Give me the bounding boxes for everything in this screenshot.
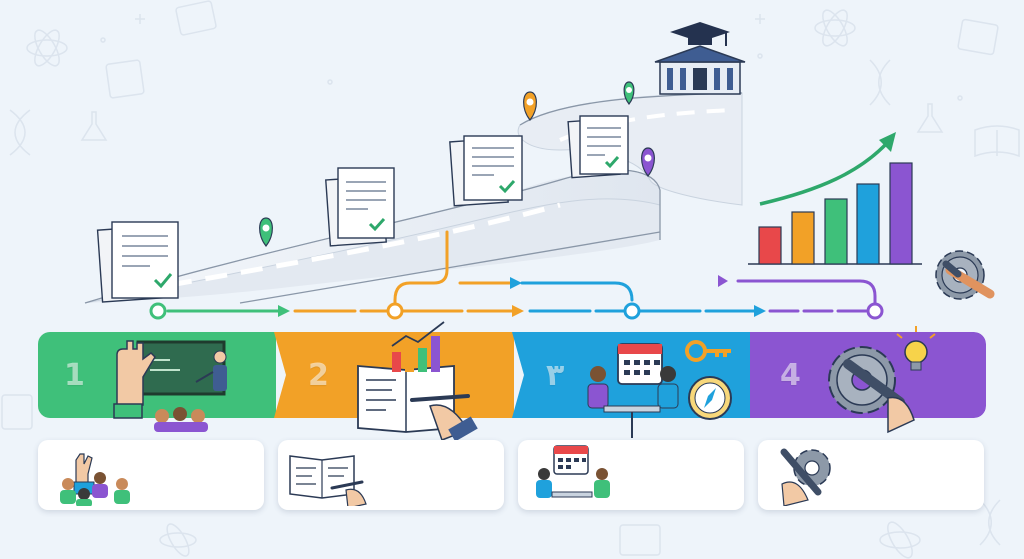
document-stack-3	[449, 135, 523, 207]
growth-bar	[824, 198, 848, 265]
dna-icon	[9, 109, 31, 156]
road-edge	[239, 231, 661, 304]
connector-blue-upper	[520, 281, 634, 302]
document-stack-2	[325, 167, 395, 247]
step-card-3	[518, 440, 744, 510]
meeting-calendar-icon	[536, 445, 610, 498]
notebook-doodle-icon	[175, 0, 217, 36]
atom-icon	[26, 29, 68, 67]
dna-icon	[869, 59, 891, 106]
step-band-2: 2	[274, 332, 514, 418]
connector-purple	[736, 279, 877, 305]
growth-bar-chart-icon	[748, 132, 922, 265]
road-center-dashes	[559, 108, 736, 142]
sparkle-icon	[135, 14, 145, 24]
notebook-doodle-icon	[957, 18, 999, 56]
winding-road	[84, 92, 743, 304]
milestone-node	[623, 302, 641, 320]
road-center-dashes	[169, 202, 561, 288]
connector-orange-branch	[393, 230, 449, 306]
milestone-node	[149, 302, 167, 320]
atom-icon	[814, 9, 856, 47]
checkmark-icon	[368, 217, 386, 232]
step-card-2	[278, 440, 504, 510]
growth-bar	[758, 226, 782, 265]
map-pin-icon	[641, 147, 655, 177]
growth-bar	[791, 211, 815, 265]
document-stack-4	[567, 115, 629, 179]
atom-icon	[879, 521, 921, 559]
students-raising-hand-icon	[60, 453, 130, 506]
checkmark-icon	[153, 273, 173, 289]
graduation-cap-icon	[670, 22, 730, 46]
step-band-1: 1	[38, 332, 276, 418]
open-book-writing-icon	[289, 455, 367, 506]
notebook-doodle-icon	[619, 524, 661, 556]
gear-wrench-icon	[935, 250, 995, 300]
growth-bar	[856, 183, 880, 265]
growth-trend-arrow	[759, 140, 890, 206]
university-building-icon	[654, 22, 746, 95]
atom-icon	[159, 523, 197, 557]
milestone-node	[866, 302, 884, 320]
step-number: ۳	[546, 357, 565, 393]
step-number: 2	[308, 357, 329, 393]
checkmark-icon	[604, 156, 620, 169]
notebook-doodle-icon	[1, 394, 33, 430]
gear-wrench-icon	[780, 448, 831, 506]
dna-icon	[979, 499, 1001, 546]
step-card-1	[38, 440, 264, 510]
map-pin-icon	[259, 217, 273, 247]
flask-icon	[80, 111, 108, 141]
flow-connectors	[166, 230, 877, 317]
step-number: 1	[64, 357, 85, 393]
checkmark-icon	[498, 179, 516, 194]
milestone-node	[386, 302, 404, 320]
flask-icon	[916, 103, 944, 133]
step-band-3: ۳	[512, 332, 752, 418]
step-card-4	[758, 440, 984, 510]
map-pin-icon	[523, 91, 537, 121]
growth-bar	[889, 162, 913, 265]
step-number: 4	[780, 357, 801, 393]
step-band-4: 4	[750, 332, 986, 418]
notebook-doodle-icon	[105, 59, 145, 99]
sparkle-icon	[755, 14, 765, 24]
document-stack-1	[96, 221, 179, 303]
book-doodle-icon	[974, 125, 1020, 158]
